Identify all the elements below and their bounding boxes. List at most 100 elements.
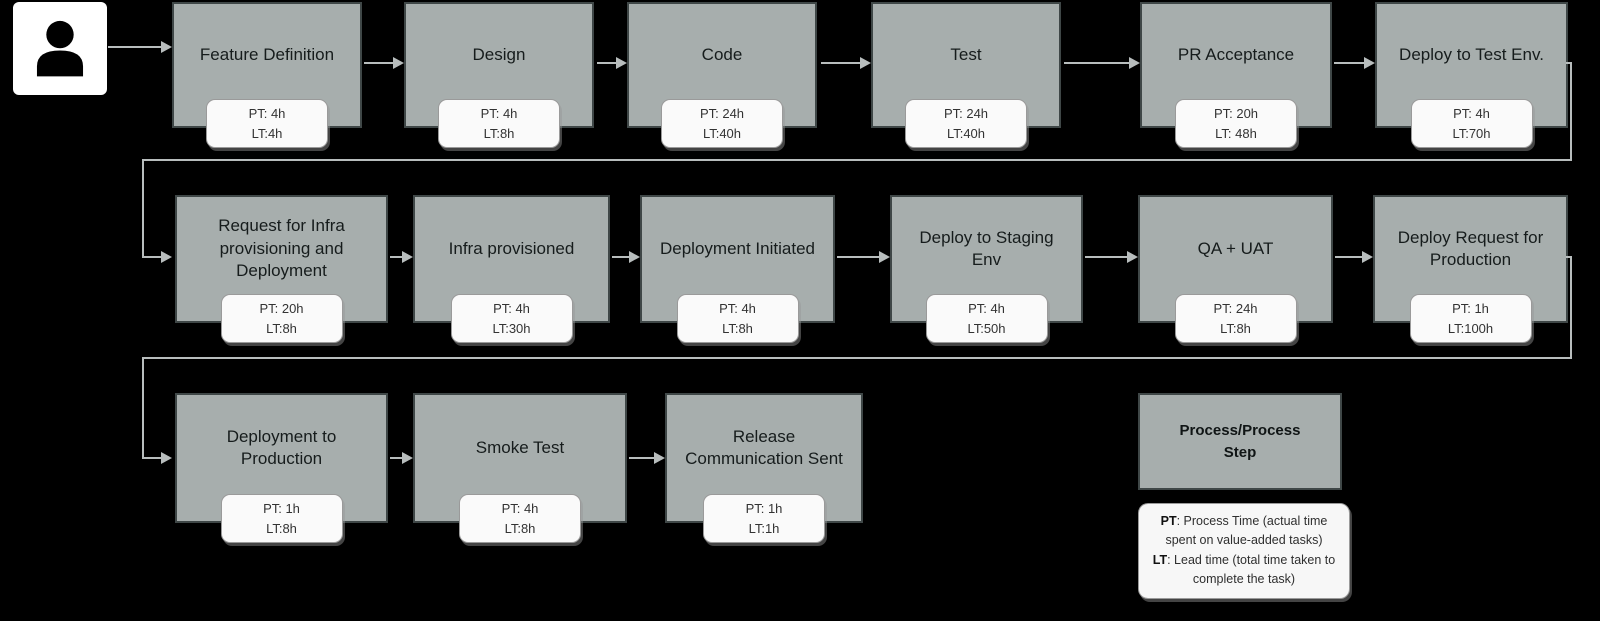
person-icon xyxy=(36,20,84,76)
step-label: Smoke Test xyxy=(475,437,565,457)
step-label: Code xyxy=(701,44,743,64)
pt-lt-note: PT: 4h LT:70h xyxy=(1410,99,1533,148)
arrowhead-icon xyxy=(161,452,172,464)
step-feature-definition: Feature Definition PT: 4h LT:4h xyxy=(172,2,362,148)
arrowhead-icon xyxy=(616,57,627,69)
flow-arrow xyxy=(1334,62,1364,64)
lt-value: LT:4h xyxy=(251,125,283,141)
arrowhead-icon xyxy=(629,251,640,263)
arrowhead-icon xyxy=(161,41,172,53)
pt-lt-note: PT: 20h LT: 48h xyxy=(1175,99,1297,148)
legend-process-step-box: Process/Process Step xyxy=(1138,393,1342,490)
pt-value: PT: 24h xyxy=(699,106,745,121)
arrowhead-icon xyxy=(402,452,413,464)
flow-arrow xyxy=(629,457,654,459)
pt-value: PT: 4h xyxy=(1453,106,1490,121)
step-label: Design xyxy=(472,44,526,64)
pt-value: PT: 4h xyxy=(719,301,756,316)
step-pr-acceptance: PR Acceptance PT: 20h LT: 48h xyxy=(1140,2,1332,148)
pt-lt-note: PT: 1h LT:8h xyxy=(220,494,343,543)
flow-arrow xyxy=(108,46,161,48)
lt-value: LT:30h xyxy=(492,320,531,336)
step-test: Test PT: 24h LT:40h xyxy=(871,2,1061,148)
step-code: Code PT: 24h LT:40h xyxy=(627,2,817,148)
lt-value: LT:40h xyxy=(946,125,986,141)
step-label: Deploy Request for Production xyxy=(1397,227,1544,269)
step-label: Infra provisioned xyxy=(448,238,575,258)
step-smoke-test: Smoke Test PT: 4h LT:8h xyxy=(413,393,627,543)
step-label: PR Acceptance xyxy=(1177,44,1295,64)
step-deploy-to-test-env: Deploy to Test Env. PT: 4h LT:70h xyxy=(1375,2,1568,148)
flow-arrow xyxy=(390,256,402,258)
pt-value: PT: 4h xyxy=(968,301,1005,316)
pt-lt-note: PT: 24h LT:40h xyxy=(661,99,783,148)
lt-value: LT:8h xyxy=(722,320,753,336)
flow-arrow xyxy=(1335,256,1362,258)
lt-value: LT:8h xyxy=(266,520,297,536)
step-infra-provisioned: Infra provisioned PT: 4h LT:30h xyxy=(413,195,610,343)
lt-value: LT:70h xyxy=(1452,125,1491,141)
lt-value: LT:8h xyxy=(1220,320,1251,336)
pt-lt-note: PT: 20h LT:8h xyxy=(220,294,343,343)
pt-lt-note: PT: 1h LT:1h xyxy=(703,494,825,543)
pt-lt-note: PT: 4h LT:8h xyxy=(459,494,581,543)
pt-lt-note: PT: 4h LT:50h xyxy=(925,294,1048,343)
legend-note: PT: Process Time (actual time spent on v… xyxy=(1138,503,1350,599)
step-label: Deployment Initiated xyxy=(660,238,815,258)
pt-value: PT: 20h xyxy=(1213,106,1259,121)
step-deploy-staging: Deploy to Staging Env PT: 4h LT:50h xyxy=(890,195,1083,343)
wrap-connector-row1 xyxy=(1570,62,1572,161)
lt-value: LT:100h xyxy=(1447,320,1494,336)
pt-value: PT: 4h xyxy=(493,301,530,316)
step-qa-uat: QA + UAT PT: 24h LT:8h xyxy=(1138,195,1333,343)
pt-value: PT: 24h xyxy=(1213,301,1258,316)
pt-value: PT: 4h xyxy=(248,106,286,121)
step-label: Deployment to Production xyxy=(226,426,337,468)
legend-pt-definition: PT: Process Time (actual time spent on v… xyxy=(1160,514,1328,548)
wrap-connector-row2 xyxy=(142,357,1572,359)
step-label: Test xyxy=(950,44,982,64)
pt-lt-note: PT: 4h LT:4h xyxy=(206,99,328,148)
pt-lt-note: PT: 4h LT:8h xyxy=(676,294,799,343)
step-label: QA + UAT xyxy=(1197,238,1274,258)
arrowhead-icon xyxy=(402,251,413,263)
wrap-connector-row1 xyxy=(1566,62,1572,64)
flow-arrow xyxy=(1085,256,1127,258)
step-design: Design PT: 4h LT:8h xyxy=(404,2,594,148)
flow-arrow xyxy=(821,62,860,64)
lt-value: LT:8h xyxy=(504,520,536,536)
step-deployment-initiated: Deployment Initiated PT: 4h LT:8h xyxy=(640,195,835,343)
step-label: Feature Definition xyxy=(199,44,335,64)
lt-value: LT:1h xyxy=(748,520,780,536)
pt-lt-note: PT: 24h LT:8h xyxy=(1174,294,1297,343)
pt-value: PT: 1h xyxy=(1452,301,1489,316)
step-deployment-to-production: Deployment to Production PT: 1h LT:8h xyxy=(175,393,388,543)
arrowhead-icon xyxy=(393,57,404,69)
legend-box-label: Process/Process Step xyxy=(1179,421,1301,461)
wrap-connector-row2 xyxy=(1570,256,1572,359)
pt-lt-note: PT: 4h LT:8h xyxy=(438,99,560,148)
pt-lt-note: PT: 24h LT:40h xyxy=(905,99,1027,148)
arrowhead-icon xyxy=(1129,57,1140,69)
lt-value: LT:50h xyxy=(967,320,1006,336)
legend-lt-definition: LT: Lead time (total time taken to compl… xyxy=(1152,552,1336,587)
arrowhead-icon xyxy=(1127,251,1138,263)
lt-value: LT:40h xyxy=(702,125,742,141)
pt-lt-note: PT: 1h LT:100h xyxy=(1409,294,1532,343)
wrap-connector-row2 xyxy=(1566,256,1572,258)
arrowhead-icon xyxy=(860,57,871,69)
arrowhead-icon xyxy=(161,251,172,263)
step-label: Deploy to Staging Env xyxy=(919,227,1054,269)
wrap-connector-row2 xyxy=(142,357,144,459)
pt-value: PT: 4h xyxy=(501,501,539,516)
step-label: Deploy to Test Env. xyxy=(1399,44,1544,64)
wrap-connector-row2 xyxy=(144,457,161,459)
flow-arrow xyxy=(837,256,879,258)
wrap-connector-row1 xyxy=(142,159,1572,161)
pt-value: PT: 20h xyxy=(259,301,304,316)
lt-value: LT: 48h xyxy=(1215,125,1257,141)
arrowhead-icon xyxy=(1362,251,1373,263)
pt-value: PT: 1h xyxy=(745,501,783,516)
step-label: Release Communication Sent xyxy=(685,426,843,468)
